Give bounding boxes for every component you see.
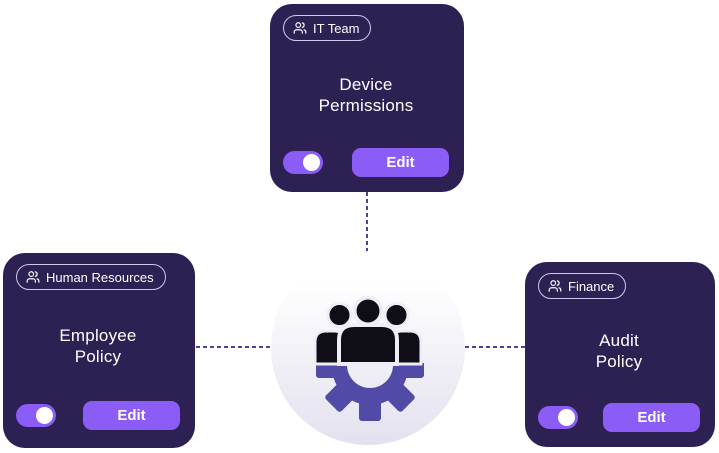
connector-top-card <box>366 192 368 252</box>
badge-label: Finance <box>568 278 615 294</box>
policy-toggle[interactable] <box>16 404 56 427</box>
connector-right-card <box>465 346 525 348</box>
badge-label: Human Resources <box>46 269 154 285</box>
policy-toggle[interactable] <box>538 406 578 429</box>
card-device-permissions: IT Team Device Permissions Edit <box>270 4 464 192</box>
badge-label: IT Team <box>313 20 360 36</box>
card-employee-policy: Human Resources Employee Policy Edit <box>3 253 195 448</box>
users-icon <box>548 280 562 292</box>
connector-left-card <box>196 346 272 348</box>
users-icon <box>26 271 40 283</box>
edit-button[interactable]: Edit <box>352 148 449 177</box>
policy-toggle[interactable] <box>283 151 323 174</box>
edit-button[interactable]: Edit <box>83 401 180 430</box>
card-title: Device Permissions <box>318 74 414 115</box>
team-management-icon <box>313 295 424 421</box>
edit-button[interactable]: Edit <box>603 403 700 432</box>
users-icon <box>293 22 307 34</box>
team-badge: Finance <box>538 273 627 299</box>
card-audit-policy: Finance Audit Policy Edit <box>525 262 715 447</box>
toggle-knob <box>558 409 575 426</box>
toggle-knob <box>303 154 320 171</box>
card-title: Audit Policy <box>595 331 643 371</box>
team-badge: IT Team <box>283 15 372 41</box>
card-title: Employee Policy <box>59 325 137 366</box>
team-hub-circle <box>271 251 465 445</box>
gear-icon <box>316 363 424 421</box>
people-group-icon <box>313 295 423 366</box>
toggle-knob <box>36 407 53 424</box>
team-badge: Human Resources <box>16 264 166 290</box>
